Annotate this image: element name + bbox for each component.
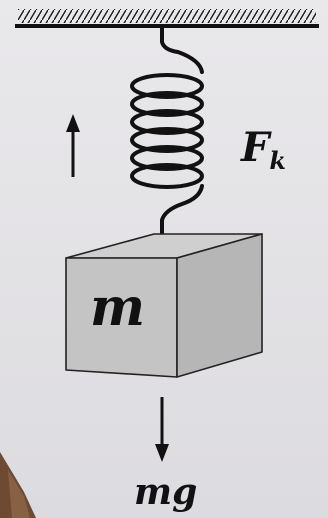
ceiling-support <box>15 9 319 28</box>
down-arrow-icon <box>155 397 169 462</box>
mass-label: m <box>90 277 146 338</box>
spring <box>130 26 204 252</box>
spring-force-symbol: F <box>241 124 270 171</box>
ceiling-hatching <box>18 9 316 23</box>
ceiling-line <box>15 24 319 28</box>
corner-background-object <box>0 452 36 518</box>
spring-force-subscript: k <box>269 146 287 175</box>
weight-label: mg <box>134 471 198 513</box>
block-side-face <box>176 233 263 378</box>
mass-block <box>65 233 263 378</box>
up-arrow-icon <box>66 114 80 177</box>
spring-force-label: Fk <box>241 128 286 173</box>
